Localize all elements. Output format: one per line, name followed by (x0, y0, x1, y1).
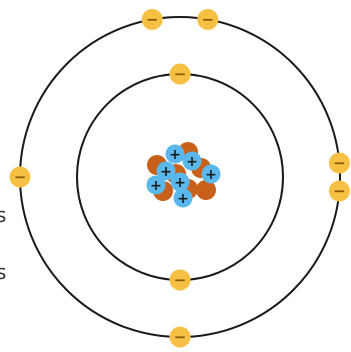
electron-3: − (141, 8, 163, 30)
nucleus: +++++++ (146, 142, 221, 208)
proton-6: + (201, 164, 221, 184)
proton-7: + (173, 188, 193, 208)
svg-text:+: + (150, 178, 162, 194)
svg-text:+: + (205, 167, 217, 183)
proton-4: + (170, 172, 190, 192)
svg-text:+: + (186, 154, 198, 170)
electron-8: − (169, 326, 191, 348)
svg-text:−: − (333, 154, 346, 172)
svg-text:−: − (146, 10, 159, 28)
svg-text:−: − (14, 168, 27, 186)
side-label-2: s (0, 260, 7, 284)
electron-5: − (9, 166, 31, 188)
electron-6: − (328, 152, 350, 174)
neutron-6 (196, 180, 216, 200)
electron-1: − (169, 63, 191, 85)
electrons: − − − − − − − − (9, 8, 350, 348)
proton-2: + (182, 151, 202, 171)
electron-7: − (328, 180, 350, 202)
electron-4: − (197, 8, 219, 30)
svg-text:+: + (160, 164, 172, 180)
electron-2: − (169, 269, 191, 291)
proton-5: + (146, 175, 166, 195)
svg-text:−: − (333, 182, 346, 200)
svg-text:−: − (174, 328, 187, 346)
svg-text:+: + (174, 175, 186, 191)
side-label-1: s (0, 203, 7, 227)
proton-3: + (156, 161, 176, 181)
svg-text:−: − (174, 65, 187, 83)
svg-text:+: + (177, 191, 189, 207)
svg-text:−: − (174, 271, 187, 289)
proton-1: + (165, 144, 185, 164)
svg-text:+: + (169, 147, 181, 163)
svg-text:−: − (201, 10, 214, 28)
